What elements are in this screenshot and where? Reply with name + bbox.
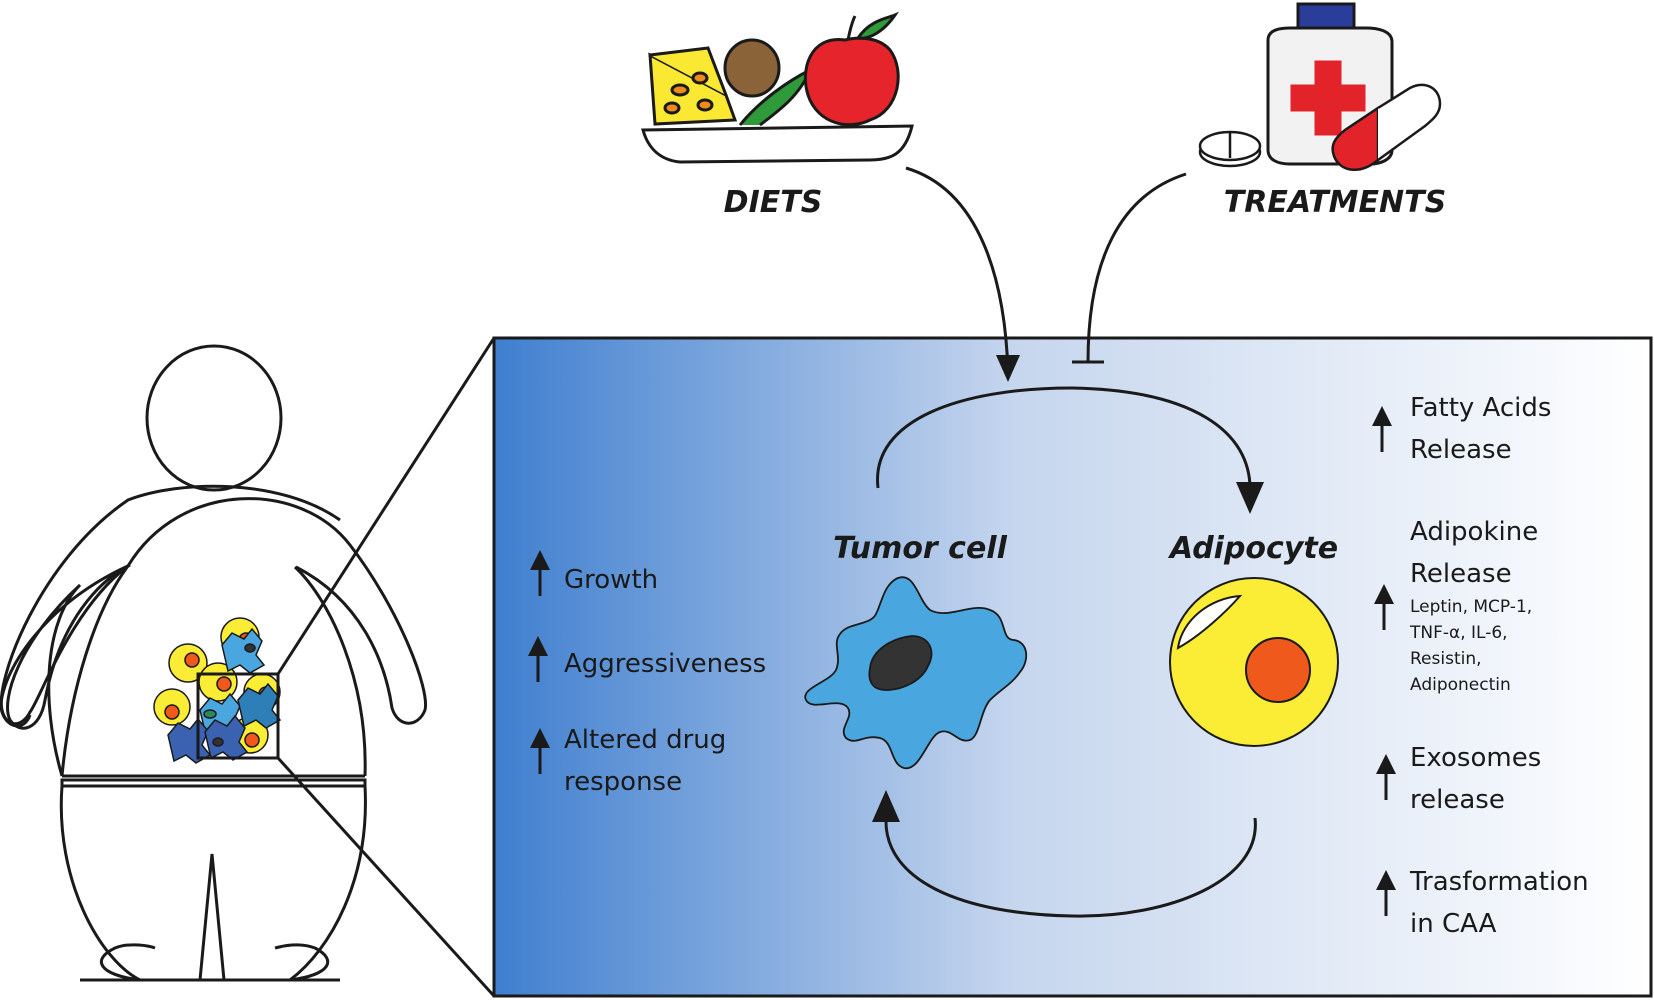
- tumor-effects-list: Growth Aggressiveness Altered drug respo…: [526, 548, 766, 797]
- pill-icon: [1198, 130, 1262, 168]
- adipocyte-label: Adipocyte: [1168, 531, 1338, 566]
- adipokine-detail-1: Leptin, MCP-1,: [1410, 597, 1532, 617]
- belly-cell-cluster: [153, 617, 282, 764]
- adipocyte-to-tumor-arrowhead: [872, 790, 900, 822]
- adipocyte-effect-fatty-line1: Fatty Acids: [1410, 393, 1551, 423]
- diets-promote-arrow: [905, 166, 1010, 373]
- treatments-inhibit-line: [1086, 172, 1187, 363]
- treatments-label: TREATMENTS: [1224, 185, 1446, 220]
- tumor-effect-drug-line2: response: [564, 767, 682, 797]
- adipocyte-effect-exosomes-line1: Exosomes: [1410, 743, 1541, 773]
- adipocyte-effect-exosomes-line2: release: [1410, 785, 1505, 815]
- adipocyte-effect-fatty-line2: Release: [1410, 435, 1512, 465]
- capsule-icon: [1331, 83, 1442, 171]
- zoom-box: [196, 672, 280, 760]
- tumor-effect-drug-line1: Altered drug: [564, 725, 726, 755]
- adipokine-detail-2: TNF-α, IL-6,: [1409, 623, 1508, 643]
- adipocyte-to-tumor-arrow: [884, 817, 1257, 918]
- adipocyte-effect-adipokine-line1: Adipokine: [1410, 517, 1538, 547]
- adipocyte-effect-caa-line2: in CAA: [1410, 909, 1497, 939]
- tumor-effect-growth: Growth: [564, 565, 658, 595]
- adipokine-detail-3: Resistin,: [1410, 649, 1482, 669]
- tumor-cell-icon: [804, 576, 1028, 769]
- food-plate-icon: [641, 11, 914, 164]
- zoom-line-bottom: [276, 756, 496, 998]
- adipocyte-icon: [1169, 577, 1339, 747]
- tumor-to-adipocyte-arrowhead: [1236, 482, 1264, 514]
- adipocyte-effect-adipokine-line2: Release: [1410, 559, 1512, 589]
- microenvironment-panel: [492, 336, 1653, 998]
- adipocyte-effect-caa-line1: Trasformation: [1409, 867, 1589, 897]
- tumor-effect-aggressiveness: Aggressiveness: [564, 649, 766, 679]
- person-head: [145, 344, 283, 492]
- adipocyte-effects-list: Fatty Acids Release Adipokine Release Le…: [1370, 393, 1589, 939]
- person-silhouette-icon: [0, 344, 428, 982]
- tumor-cell-label: Tumor cell: [833, 531, 1007, 566]
- zoom-line-top: [276, 337, 496, 675]
- diets-arrowhead: [996, 355, 1020, 382]
- tumor-to-adipocyte-arrow: [876, 386, 1252, 493]
- diets-label: DIETS: [724, 185, 823, 220]
- adipokine-detail-4: Adiponectin: [1410, 675, 1511, 695]
